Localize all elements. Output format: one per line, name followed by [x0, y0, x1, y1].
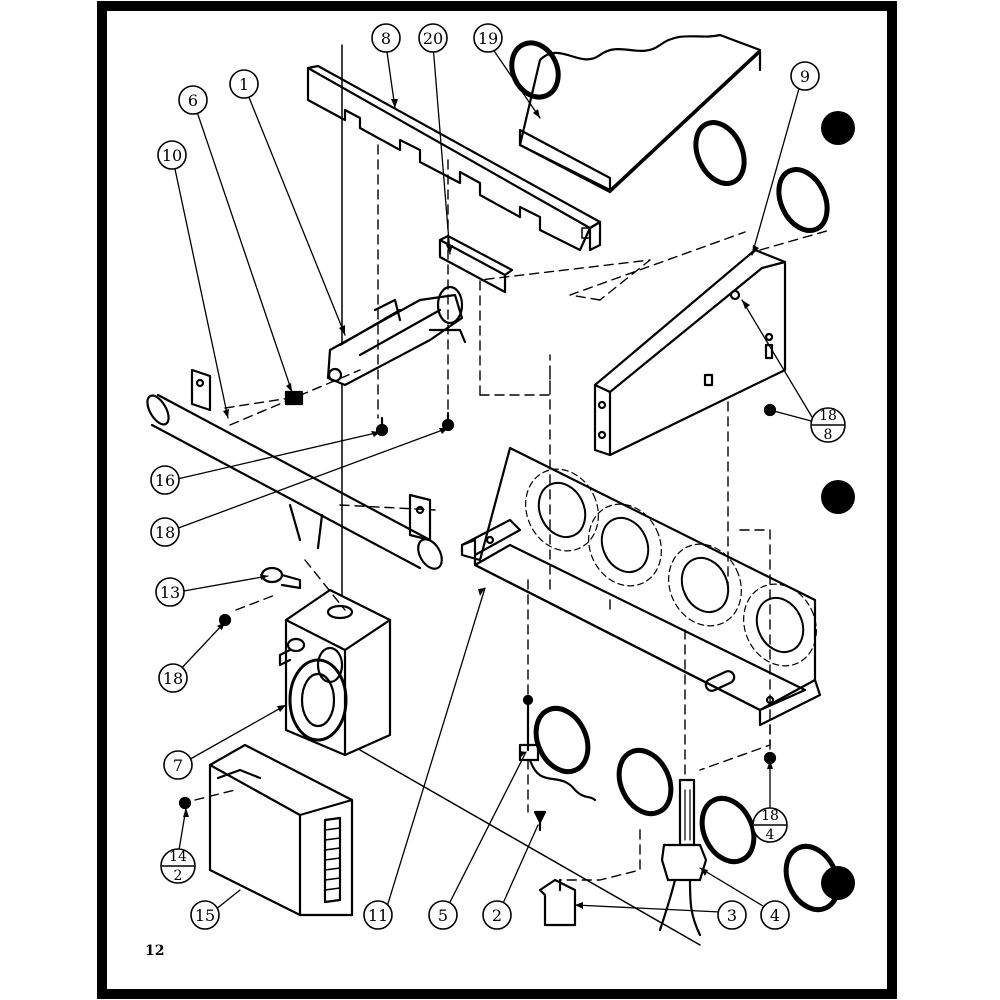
- screw-18-left: [218, 613, 232, 627]
- callout-18-8-bottom: 8: [824, 427, 833, 443]
- ignition-control-module: [208, 743, 354, 917]
- callout-18-8-top: 18: [819, 408, 837, 424]
- callout-9: 9: [790, 61, 820, 91]
- gasket-ring: [616, 747, 674, 817]
- gasket-ring: [783, 843, 841, 913]
- callout-5: 5: [428, 900, 458, 930]
- callout-18-8: 18 8: [810, 407, 846, 443]
- callout-20-label: 20: [423, 29, 443, 48]
- callout-4: 4: [760, 900, 790, 930]
- gas-valve: [278, 588, 392, 757]
- callout-5-label: 5: [438, 906, 448, 925]
- gasket-ring: [699, 795, 757, 865]
- top-cover-panel: [509, 33, 830, 233]
- callout-18-4-bottom: 4: [766, 827, 775, 843]
- binder-hole: [821, 111, 855, 145]
- ignitor-bracket: [538, 878, 577, 927]
- callout-1: 1: [229, 69, 259, 99]
- callout-6: 6: [178, 85, 208, 115]
- baffle-plate: [438, 234, 514, 294]
- callout-16-label: 16: [155, 471, 175, 490]
- callout-4-label: 4: [770, 906, 780, 925]
- callout-8-label: 8: [381, 29, 391, 48]
- hot-surface-ignitor: [658, 778, 708, 937]
- callout-14-2-bottom: 2: [174, 868, 183, 884]
- callout-18-4-top: 18: [761, 808, 779, 824]
- callout-11-label: 11: [368, 906, 388, 925]
- callout-18b: 18: [158, 663, 188, 693]
- callout-18b-label: 18: [163, 669, 183, 688]
- callout-14-2: 14 2: [160, 848, 196, 884]
- callout-18a-label: 18: [155, 523, 175, 542]
- sensor-screw: [533, 810, 547, 832]
- callout-9-label: 9: [800, 67, 810, 86]
- callout-19-label: 19: [478, 29, 498, 48]
- callout-2: 2: [482, 900, 512, 930]
- callout-8: 8: [371, 23, 401, 53]
- callout-3-label: 3: [727, 906, 737, 925]
- callout-group: 8 20 19 9 1 6 10 16 18 13 18 7 15 11 5 2…: [150, 23, 820, 930]
- callout-10: 10: [157, 140, 187, 170]
- callout-16: 16: [150, 465, 180, 495]
- callout-13-label: 13: [160, 583, 180, 602]
- callout-20: 20: [418, 23, 448, 53]
- page-number: 12: [145, 943, 164, 959]
- callout-18a: 18: [150, 517, 180, 547]
- callout-10-label: 10: [162, 146, 182, 165]
- screw-14: [178, 796, 192, 810]
- burner-support-bracket: [306, 64, 602, 252]
- callout-15-label: 15: [195, 906, 215, 925]
- callout-6-label: 6: [188, 91, 198, 110]
- callout-19: 19: [473, 23, 503, 53]
- callout-1-label: 1: [239, 75, 249, 94]
- screw-18-upper: [441, 411, 455, 432]
- flame-sensor: [518, 694, 597, 802]
- callout-11: 11: [363, 900, 393, 930]
- callout-7: 7: [163, 750, 193, 780]
- gasket-ring: [533, 705, 591, 775]
- callout-13: 13: [155, 577, 185, 607]
- callout-2-label: 2: [492, 906, 502, 925]
- callout-3: 3: [717, 900, 747, 930]
- gas-manifold: [146, 368, 443, 570]
- callout-15: 15: [190, 900, 220, 930]
- callout-18-4: 18 4: [752, 807, 788, 843]
- binder-hole: [821, 480, 855, 514]
- burner: [326, 285, 467, 387]
- callout-7-label: 7: [173, 756, 183, 775]
- callout-14-2-top: 14: [169, 849, 187, 865]
- sheet-border: [97, 1, 897, 999]
